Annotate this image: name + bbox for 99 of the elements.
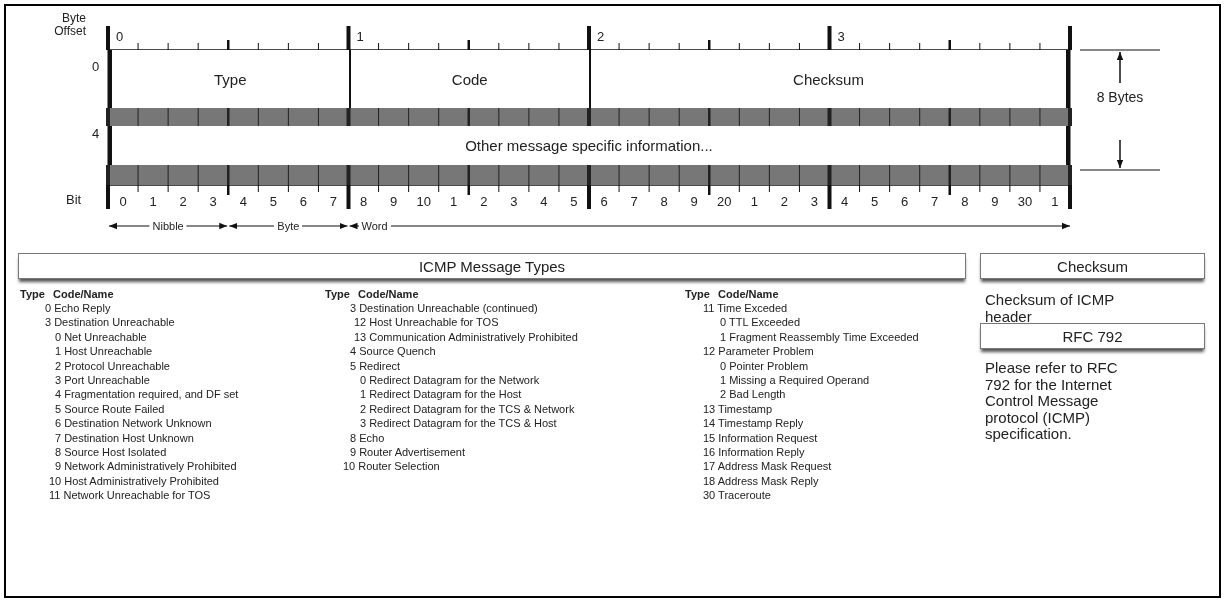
table-row: 11 Time Exceded — [703, 302, 788, 315]
table-row: 5 Source Route Failed — [55, 402, 165, 415]
byte-offset-number: 0 — [116, 30, 124, 45]
header-bar: ICMP Message Types — [18, 253, 966, 279]
bit-number: 6 — [299, 195, 307, 210]
table-row: 13 Timestamp — [703, 402, 773, 415]
table-row: 2 Protocol Unreachable — [55, 359, 170, 372]
table-row: 1 Missing a Required Operand — [720, 374, 870, 387]
table-row: 2 Bad Length — [720, 388, 786, 401]
header-bar: Checksum — [980, 253, 1205, 279]
bit-number: 5 — [269, 195, 277, 210]
table-row: 9 Network Administratively Prohibited — [55, 460, 237, 473]
size-label: 8 Bytes — [1095, 90, 1145, 106]
table-row: 4 Source Quench — [350, 345, 436, 358]
field-box: Type — [108, 50, 349, 108]
bit-number: 6 — [901, 195, 909, 210]
table-row: 11 Network Unreachable for TOS — [49, 489, 211, 502]
table-row: 1 Host Unreachable — [55, 345, 153, 358]
field-box: Checksum — [589, 50, 1070, 108]
bit-number: 9 — [991, 195, 999, 210]
bit-number: 1 — [1051, 195, 1059, 210]
table-row: 3 Port Unreachable — [55, 374, 150, 387]
column-header: Code/Name — [358, 288, 419, 301]
row-offset-number: 0 — [92, 60, 100, 75]
bit-number: 8 — [660, 195, 668, 210]
bit-number: 7 — [630, 195, 638, 210]
bit-number: 4 — [840, 195, 849, 210]
table-row: 1 Redirect Datagram for the Host — [360, 388, 522, 401]
table-row: 8 Source Host Isolated — [55, 446, 167, 459]
byte-offset-number: 1 — [356, 30, 364, 45]
bit-number: 8 — [359, 195, 368, 210]
table-row: 1 Fragment Reassembly Time Exceeded — [720, 330, 919, 343]
column-header: Type — [20, 288, 45, 301]
table-row: 3 Destination Unreachable — [45, 316, 175, 329]
bit-number: 4 — [540, 195, 548, 210]
description-text: Checksum of ICMP header — [985, 292, 1115, 325]
byte-offset-number: 3 — [837, 30, 845, 45]
table-row: 0 Echo Reply — [45, 302, 111, 315]
bit-number: 5 — [871, 195, 879, 210]
table-row: 2 Redirect Datagram for the TCS & Network — [360, 402, 575, 415]
table-row: 12 Host Unreachable for TOS — [354, 316, 499, 329]
bit-number: 3 — [209, 195, 217, 210]
table-row: 10 Router Selection — [343, 460, 440, 473]
bit-number: 2 — [780, 195, 788, 210]
column-header: Type — [325, 288, 350, 301]
table-row: 9 Router Advertisement — [350, 446, 465, 459]
table-row: 17 Address Mask Request — [703, 460, 832, 473]
table-row: 30 Traceroute — [703, 489, 771, 502]
table-row: 12 Parameter Problem — [703, 345, 814, 358]
column-header: Code/Name — [53, 288, 114, 301]
bit-number: 30 — [1017, 195, 1033, 210]
table-row: 3 Redirect Datagram for the TCS & Host — [360, 417, 557, 430]
bit-number: 6 — [600, 195, 608, 210]
axis-label: Byte Offset — [53, 12, 86, 39]
bit-number: 5 — [570, 195, 578, 210]
bit-number: 0 — [119, 195, 127, 210]
table-row: 14 Timestamp Reply — [703, 417, 804, 430]
table-row: 18 Address Mask Reply — [703, 474, 819, 487]
span-label: Word — [358, 220, 391, 233]
bit-number: 1 — [450, 195, 458, 210]
table-row: 0 TTL Exceeded — [720, 316, 801, 329]
bit-number: 7 — [329, 195, 338, 210]
bit-number: 8 — [961, 195, 969, 210]
table-row: 7 Destination Host Unknown — [55, 431, 194, 444]
span-label: Byte — [274, 220, 303, 233]
column-header: Code/Name — [718, 288, 779, 301]
table-row: 13 Communication Administratively Prohibited — [354, 330, 578, 343]
bit-number: 1 — [750, 195, 758, 210]
bit-number: 1 — [149, 195, 157, 210]
table-row: 16 Information Reply — [703, 446, 805, 459]
span-label: Nibble — [149, 220, 187, 233]
bit-number: 2 — [480, 195, 488, 210]
bit-number: 7 — [931, 195, 939, 210]
table-row: 4 Fragmentation required, and DF set — [55, 388, 239, 401]
table-row: 0 Net Unreachable — [55, 330, 147, 343]
table-row: 0 Pointer Problem — [720, 359, 809, 372]
table-row: 3 Destination Unreachable (continued) — [350, 302, 538, 315]
bit-number: 20 — [717, 195, 732, 210]
axis-label: Bit — [66, 193, 82, 208]
column-header: Type — [685, 288, 710, 301]
bit-number: 10 — [416, 195, 431, 210]
field-box: Other message specific information... — [108, 126, 1070, 165]
table-row: 5 Redirect — [350, 359, 401, 372]
row-offset-number: 4 — [92, 127, 100, 142]
table-row: 0 Redirect Datagram for the Network — [360, 374, 540, 387]
table-row: 6 Destination Network Unknown — [55, 417, 212, 430]
bit-number: 3 — [510, 195, 518, 210]
description-text: Please refer to RFC 792 for the Internet Control Message protocol (ICMP) specification. — [985, 360, 1119, 443]
table-row: 15 Information Request — [703, 431, 818, 444]
bit-number: 9 — [390, 195, 398, 210]
table-row: 10 Host Administratively Prohibited — [49, 474, 219, 487]
table-row: 8 Echo — [350, 431, 385, 444]
header-bar: RFC 792 — [980, 323, 1205, 349]
bit-number: 3 — [810, 195, 819, 210]
field-box: Code — [348, 50, 589, 108]
byte-offset-number: 2 — [597, 30, 605, 45]
bit-number: 9 — [690, 195, 698, 210]
bit-number: 4 — [239, 195, 247, 210]
bit-number: 2 — [179, 195, 187, 210]
